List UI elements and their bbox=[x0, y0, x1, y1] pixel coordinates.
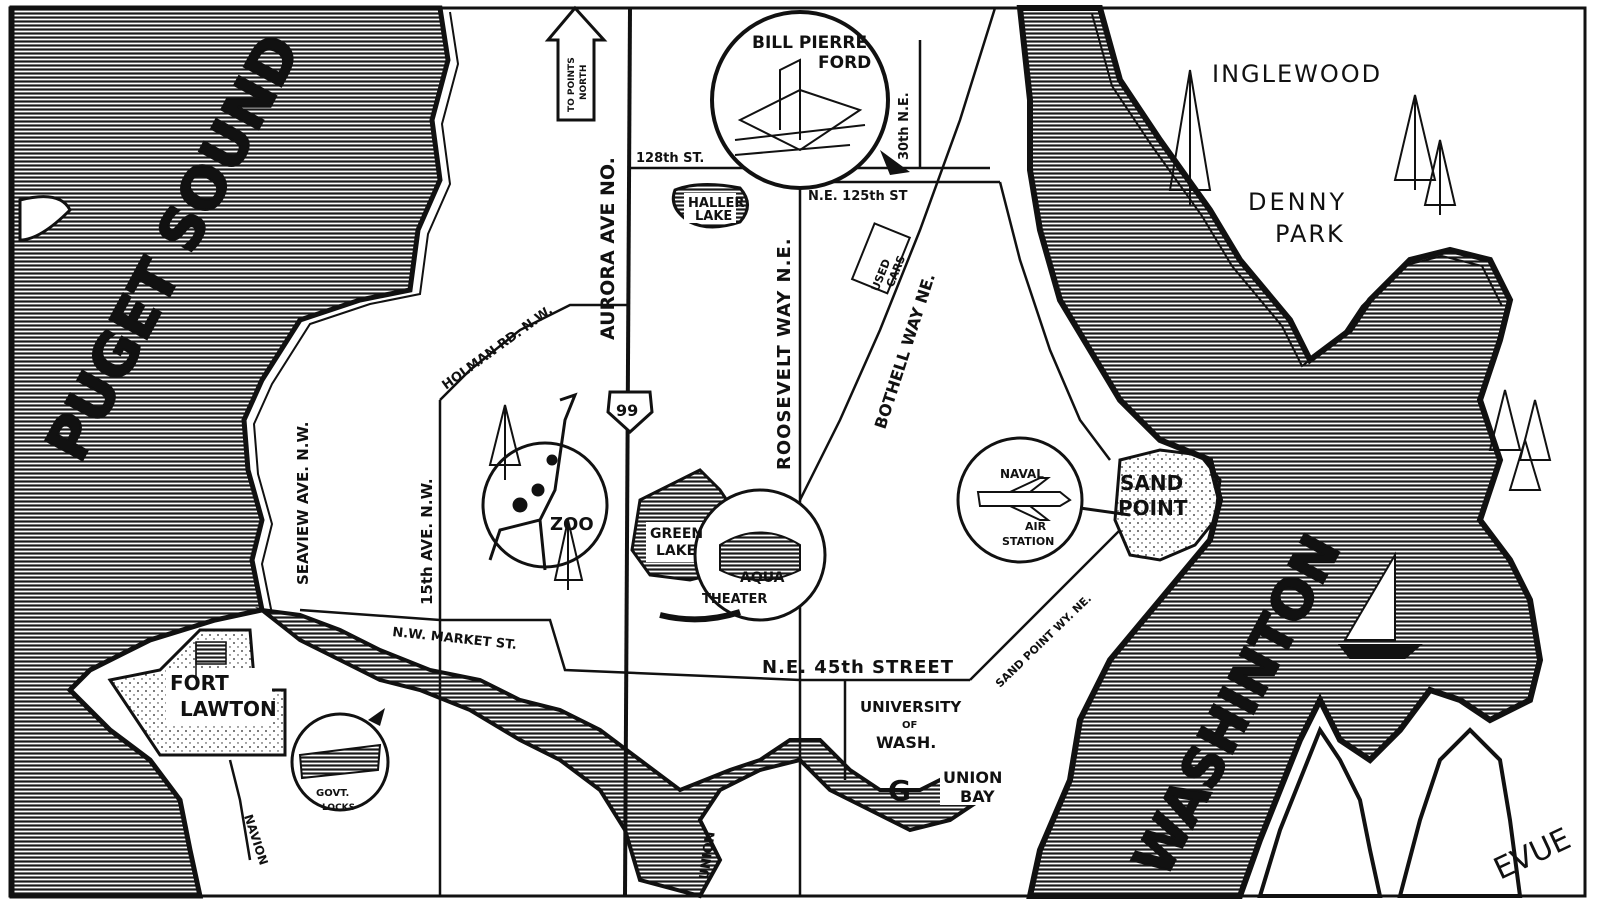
dealer-label: FORD bbox=[818, 53, 871, 73]
aqua-theater-label: THEATER bbox=[702, 592, 767, 607]
puget-sound-water bbox=[9, 5, 451, 899]
sailboat-icon bbox=[1337, 551, 1423, 659]
aurora-street-label: AURORA AVE NO. bbox=[597, 157, 619, 340]
street-128-label: 128th ST. bbox=[636, 151, 704, 166]
theater-arrow bbox=[659, 609, 741, 623]
union-bay-label-bg bbox=[940, 765, 1020, 805]
bothell-road bbox=[798, 7, 997, 501]
gilman-road bbox=[228, 759, 252, 861]
inglewood-label: INGLEWOOD bbox=[1212, 60, 1382, 88]
seaview-street-label: SEAVIEW AVE. N.W. bbox=[294, 422, 312, 585]
naval-label: AIR bbox=[1025, 520, 1047, 533]
university-logo-icon: G bbox=[888, 774, 911, 807]
peninsula bbox=[1257, 725, 1383, 898]
union-bay-label: BAY bbox=[960, 787, 995, 806]
zoo-label: ZOO bbox=[550, 514, 594, 535]
denny-park-label: PARK bbox=[1275, 220, 1345, 248]
zoo-emblem bbox=[481, 441, 609, 569]
locks-icon bbox=[298, 743, 382, 780]
dealer-pointer bbox=[880, 150, 910, 175]
locks-pointer bbox=[368, 708, 385, 726]
sand-point-label: POINT bbox=[1118, 496, 1188, 520]
aqua-theater-label: AQUA bbox=[740, 570, 785, 586]
denny-park-label: DENNY bbox=[1248, 188, 1347, 216]
dealership-building-icon bbox=[734, 58, 866, 156]
naval-label: NAVAL bbox=[1000, 467, 1044, 481]
market-45th-road bbox=[299, 608, 970, 682]
govt-locks-label: LOCKS bbox=[322, 803, 355, 813]
green-lake-label: GREEN bbox=[650, 526, 703, 542]
street-30-ne-label: 30th N.E. bbox=[897, 92, 912, 160]
street-15th-label: 15th AVE. N.W. bbox=[418, 478, 436, 605]
north-arrow-label: TO POINTS bbox=[567, 57, 577, 112]
north-arrow-icon bbox=[544, 5, 608, 122]
naval-label: STATION bbox=[1002, 535, 1054, 548]
university-label: UNIVERSITY bbox=[860, 698, 962, 716]
used-cars-sign bbox=[850, 222, 912, 295]
holman-road bbox=[439, 303, 630, 401]
sand-point-way-road bbox=[969, 529, 1121, 681]
giraffe-icon bbox=[488, 392, 578, 571]
airplane-icon bbox=[976, 477, 1072, 521]
fort-lawton-label-bg bbox=[166, 668, 272, 724]
north-arrow-label: NORTH bbox=[579, 65, 589, 100]
haller-lake-label: LAKE bbox=[695, 209, 732, 224]
haller-lake-label-bg bbox=[684, 193, 736, 223]
fort-lawton-label: FORT bbox=[170, 671, 229, 695]
sand-point-area bbox=[1113, 448, 1222, 562]
haller-lake-label: HALLER bbox=[688, 196, 744, 211]
green-lake-label: LAKE bbox=[656, 543, 696, 559]
flag-icon bbox=[195, 641, 227, 680]
roosevelt-street-label: ROOSEVELT WAY N.E. bbox=[774, 237, 795, 470]
lake-washington-water bbox=[1016, 5, 1544, 899]
union-bay-label: UNION bbox=[943, 768, 1002, 787]
peninsula bbox=[1397, 727, 1523, 898]
naval-pointer bbox=[1079, 506, 1131, 517]
dealer-label: BILL PIERRE bbox=[752, 33, 867, 53]
shoreline-offset bbox=[252, 11, 460, 615]
sand-point-label: SAND bbox=[1120, 471, 1183, 495]
highway-shield-icon bbox=[606, 390, 654, 435]
ne-45th-street-label: N.E. 45th STREET bbox=[762, 657, 954, 678]
aurora-road bbox=[623, 7, 632, 897]
pine-tree-icon bbox=[488, 69, 1552, 590]
aqua-theater-icon bbox=[719, 531, 801, 581]
street-fragment-label: UNION bbox=[697, 831, 719, 881]
street-ne-125-label: N.E. 125th ST bbox=[808, 189, 908, 204]
fort-lawton-label: LAWTON bbox=[180, 697, 277, 721]
island bbox=[18, 195, 72, 242]
lake-edge-road bbox=[998, 181, 1111, 461]
university-label: WASH. bbox=[876, 733, 936, 752]
university-label: OF bbox=[902, 720, 917, 731]
govt-locks-label: GOVT. bbox=[316, 788, 349, 799]
highway-shield-label: 99 bbox=[616, 401, 638, 420]
lake-shore-offset bbox=[1091, 13, 1503, 368]
